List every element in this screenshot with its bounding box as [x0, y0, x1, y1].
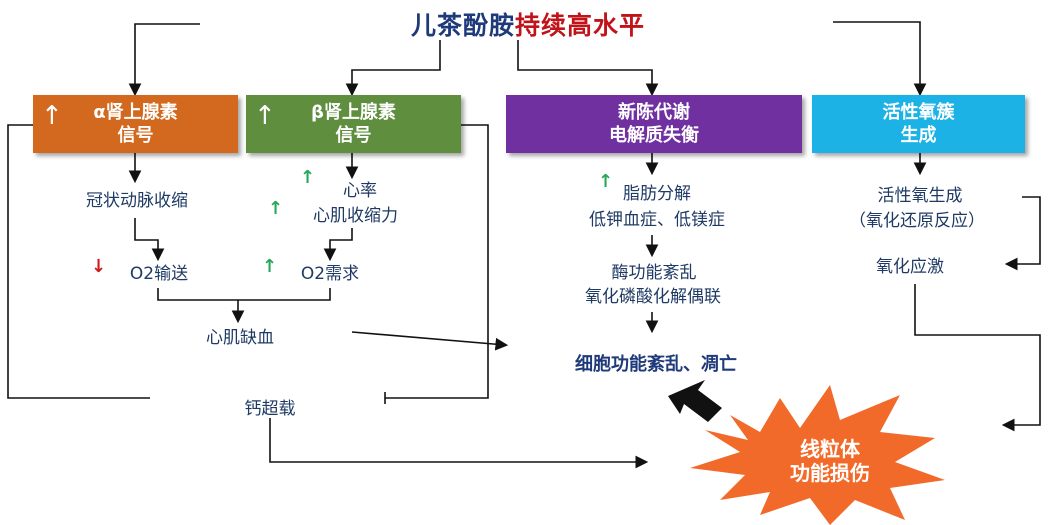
heart-rate: 心率 [343, 181, 377, 201]
beta-adrenergic-box: ↑ β肾上腺素 信号 [246, 95, 461, 153]
oxidative-uncoupling: 氧化磷酸化解偶联 [585, 287, 721, 307]
myocardial-ischemia: 心肌缺血 [206, 328, 274, 348]
up-arrow-icon: ↑ [262, 256, 278, 277]
lipolysis: 脂肪分解 [623, 184, 691, 204]
hypokalemia: 低钾血症、低镁症 [589, 210, 725, 230]
up-arrow-icon: ↑ [41, 101, 63, 131]
title-to-ros-line [833, 21, 927, 97]
alpha-adrenergic-box: ↑ α肾上腺素 信号 [33, 95, 238, 153]
o2-demand: O2需求 [300, 264, 360, 284]
oxidative-stress: 氧化应激 [876, 257, 944, 277]
title-to-beta-line [345, 40, 441, 97]
diagram-title: 儿茶酚胺持续高水平 [410, 11, 646, 40]
up-arrow-icon: ↑ [598, 171, 614, 192]
up-arrow-icon: ↑ [300, 167, 316, 188]
big-black-arrow [668, 380, 722, 422]
ros-box: 活性氧簇 生成 [812, 95, 1025, 153]
mito-burst [690, 385, 945, 525]
contractility: 心肌收缩力 [313, 206, 398, 226]
ros-generation: 活性氧生成 [877, 186, 963, 206]
calcium-overload: 钙超载 [244, 399, 296, 419]
title-to-metab-line [517, 40, 659, 97]
down-arrow-icon: ↓ [91, 256, 107, 277]
metabolism-box: 新陈代谢 电解质失衡 [506, 95, 802, 153]
cell-dysfunction-apoptosis: 细胞功能紊乱、凋亡 [575, 354, 737, 375]
mitochondrial-dysfunction: 线粒体 功能损伤 [790, 437, 870, 485]
title-to-alpha-line [128, 23, 200, 97]
o2-supply: O2输送 [129, 264, 189, 284]
redox-reaction: （氧化还原反应） [849, 211, 985, 231]
up-arrow-icon: ↑ [254, 101, 276, 131]
beta-adrenergic-label: β肾上腺素 信号 [311, 102, 396, 146]
ros-label: 活性氧簇 生成 [882, 102, 955, 146]
coronary-constriction: 冠状动脉收缩 [86, 191, 188, 211]
alpha-adrenergic-label: α肾上腺素 信号 [93, 102, 178, 146]
metabolism-label: 新陈代谢 电解质失衡 [609, 102, 699, 146]
enzyme-dysfunction: 酶功能紊乱 [611, 263, 697, 283]
up-arrow-icon: ↑ [268, 198, 284, 219]
